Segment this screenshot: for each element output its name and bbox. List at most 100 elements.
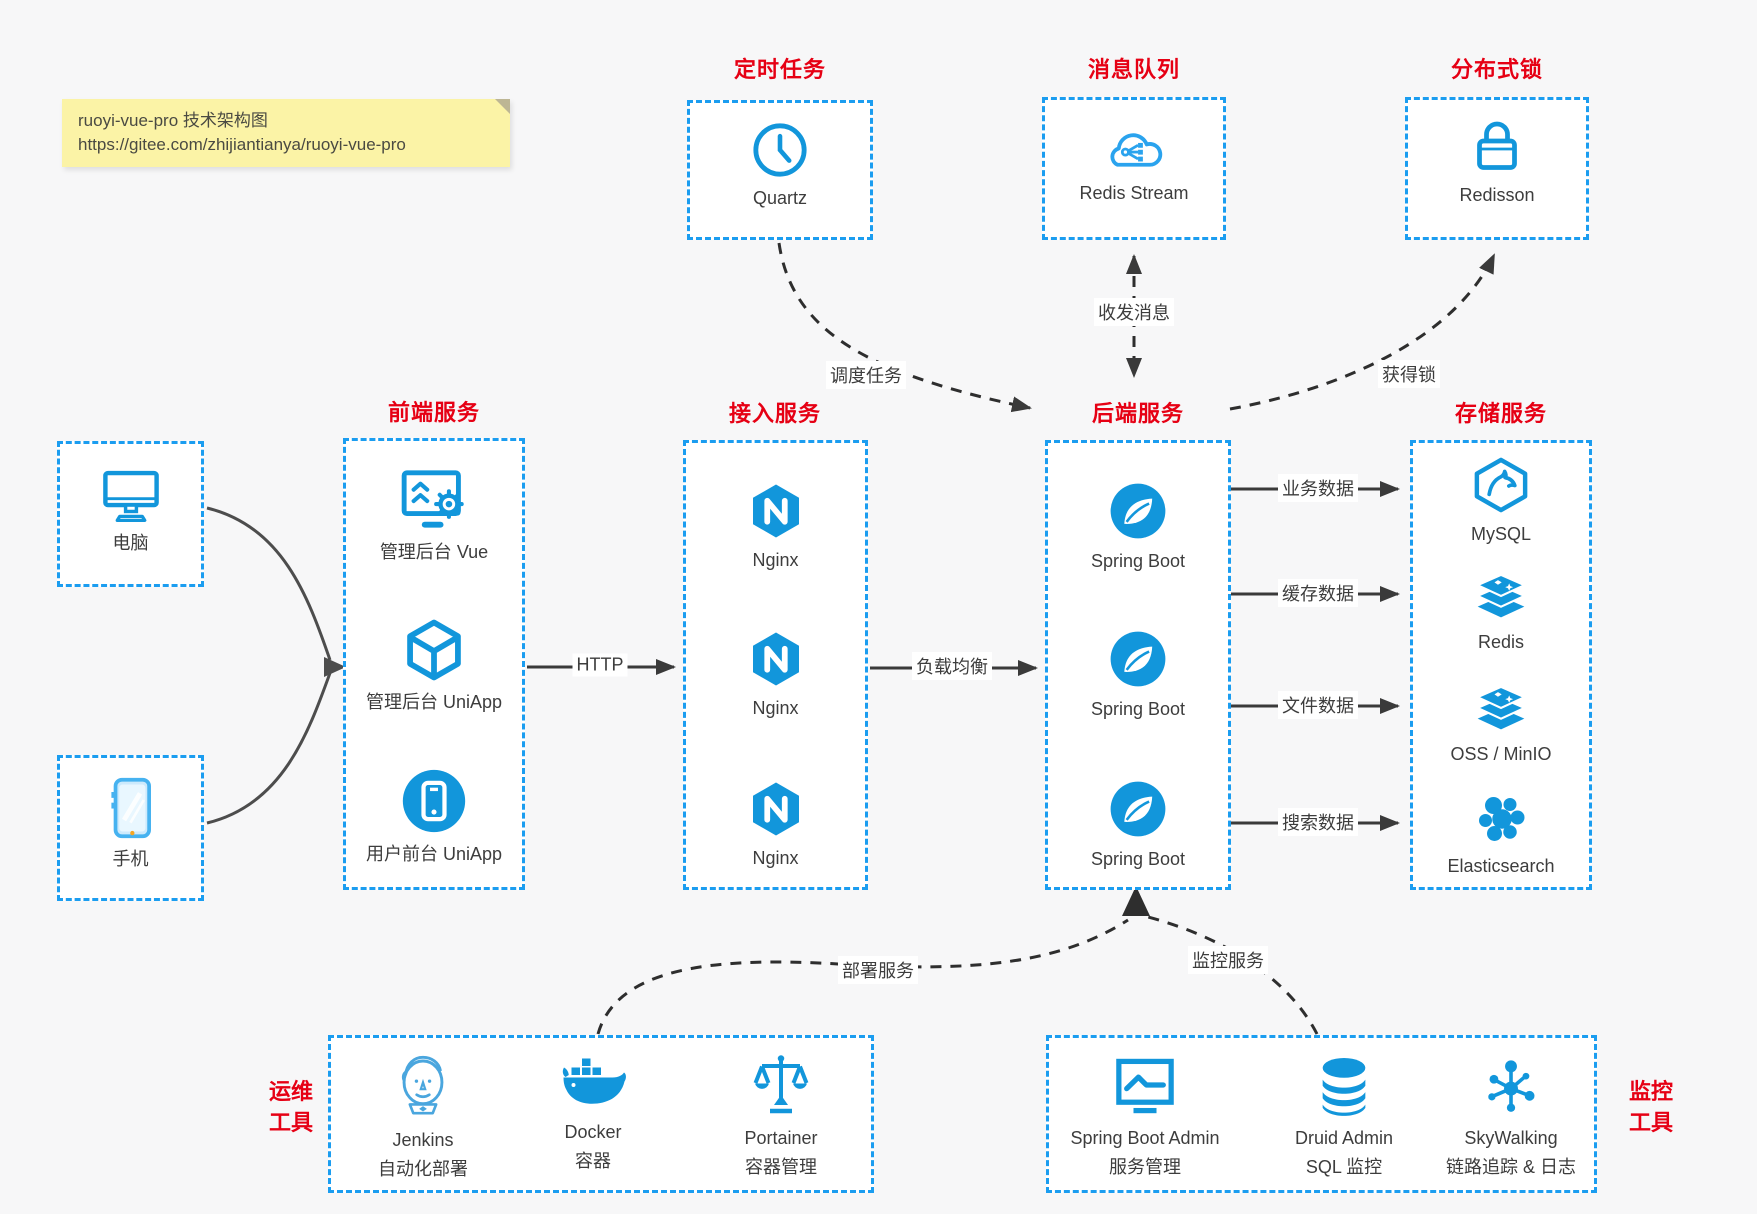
- node-label: Quartz: [752, 188, 808, 208]
- node-skywalking: SkyWalking 链路追踪 & 日志: [1409, 1054, 1613, 1181]
- node-label: Redis: [1477, 632, 1525, 652]
- node-label: SkyWalking: [1464, 1128, 1558, 1148]
- label-http: HTTP: [572, 653, 628, 677]
- nginx-icon: [752, 484, 799, 538]
- lock-box: Redisson: [1405, 97, 1589, 240]
- label-load-balance: 负载均衡: [912, 652, 992, 680]
- node-oss-minio: OSS / MinIO: [1413, 679, 1589, 767]
- edge-computer-frontend: [206, 506, 332, 661]
- spring-boot-icon: [1110, 631, 1166, 687]
- node-admin-uniapp: 管理后台 UniApp: [346, 617, 522, 715]
- node-computer: 电脑: [60, 464, 201, 556]
- label-dispatch-task: 调度任务: [826, 361, 906, 389]
- node-nginx-3: Nginx: [686, 779, 865, 871]
- label-biz-data: 业务数据: [1278, 474, 1358, 502]
- ops-tools-box: Jenkins 自动化部署 Docker 容器: [328, 1035, 874, 1193]
- node-label: Spring Boot: [1090, 849, 1186, 869]
- node-quartz: Quartz: [690, 121, 870, 211]
- node-label: Druid Admin: [1294, 1128, 1394, 1148]
- node-druid-admin: Druid Admin SQL 监控: [1242, 1054, 1446, 1181]
- title-access: 接入服务: [728, 401, 822, 426]
- smartphone-icon: [110, 777, 151, 839]
- phone-box: 手机: [57, 755, 204, 901]
- label-file-data: 文件数据: [1278, 691, 1358, 719]
- title-mq: 消息队列: [1087, 57, 1181, 82]
- frontend-box: 管理后台 Vue 管理后台 UniApp 用户前台 UniApp: [343, 438, 525, 890]
- node-redisson: Redisson: [1408, 116, 1586, 208]
- node-label: Spring Boot: [1090, 551, 1186, 571]
- node-sublabel: 容器管理: [745, 1157, 817, 1177]
- mysql-icon: [1474, 457, 1528, 513]
- node-sublabel: SQL 监控: [1305, 1157, 1383, 1177]
- node-label: Spring Boot Admin: [1070, 1128, 1220, 1148]
- title-frontend: 前端服务: [387, 400, 481, 425]
- edge-monitor: [1147, 915, 1319, 1035]
- node-redis: Redis: [1413, 567, 1589, 655]
- nginx-icon: [752, 632, 799, 686]
- druid-database-icon: [1322, 1058, 1366, 1116]
- node-nginx-1: Nginx: [686, 481, 865, 573]
- storage-stack-icon: [1475, 685, 1527, 730]
- admin-vue-icon: [401, 470, 464, 528]
- node-label: 管理后台 Vue: [379, 542, 489, 562]
- node-sublabel: 服务管理: [1109, 1157, 1181, 1177]
- monitor-tools-box: Spring Boot Admin 服务管理 Druid Admin SQL 监…: [1046, 1035, 1597, 1193]
- arrowhead-into-frontend: [324, 657, 346, 677]
- edge-phone-frontend: [206, 672, 332, 825]
- edge-acquire-lock: [1229, 253, 1496, 411]
- node-label: Portainer: [744, 1128, 818, 1148]
- title-ops-tools: 运维 工具: [268, 1079, 313, 1135]
- node-label: Nginx: [752, 848, 799, 868]
- cloud-stream-icon: [1110, 133, 1163, 167]
- clock-icon: [753, 123, 807, 177]
- node-springboot-2: Spring Boot: [1048, 628, 1228, 722]
- spring-boot-icon: [1110, 483, 1166, 539]
- docker-icon: [562, 1058, 626, 1104]
- node-portainer: Portainer 容器管理: [693, 1052, 869, 1181]
- node-mysql: MySQL: [1413, 455, 1589, 547]
- node-springboot-3: Spring Boot: [1048, 778, 1228, 872]
- node-admin-vue: 管理后台 Vue: [346, 467, 522, 565]
- title-lock: 分布式锁: [1450, 57, 1544, 82]
- title-scheduler: 定时任务: [733, 57, 827, 82]
- node-jenkins: Jenkins 自动化部署: [335, 1052, 511, 1183]
- access-box: Nginx Nginx Nginx: [683, 440, 868, 890]
- phone-circle-icon: [402, 769, 466, 833]
- sticky-note: ruoyi-vue-pro 技术架构图 https://gitee.com/zh…: [62, 99, 510, 167]
- node-spring-boot-admin: Spring Boot Admin 服务管理: [1043, 1054, 1247, 1181]
- lock-icon: [1477, 121, 1517, 170]
- title-storage: 存储服务: [1454, 401, 1548, 426]
- node-springboot-1: Spring Boot: [1048, 480, 1228, 574]
- storage-box: MySQL Redis OSS / MinIO: [1410, 440, 1592, 890]
- node-label: MySQL: [1470, 524, 1531, 544]
- label-cache-data: 缓存数据: [1278, 579, 1358, 607]
- jenkins-icon: [401, 1055, 444, 1115]
- redis-stack-icon: [1475, 573, 1527, 618]
- node-label: Jenkins: [392, 1130, 454, 1150]
- node-label: Redis Stream: [1079, 183, 1189, 203]
- portainer-scales-icon: [753, 1055, 809, 1114]
- node-user-uniapp: 用户前台 UniApp: [346, 767, 522, 867]
- label-message: 收发消息: [1094, 298, 1174, 326]
- mq-box: Redis Stream: [1042, 97, 1226, 240]
- nginx-icon: [752, 782, 799, 836]
- title-backend: 后端服务: [1091, 401, 1185, 426]
- node-sublabel: 自动化部署: [378, 1159, 468, 1179]
- node-docker: Docker 容器: [505, 1052, 681, 1175]
- node-redis-stream: Redis Stream: [1045, 120, 1223, 206]
- spring-boot-icon: [1110, 781, 1166, 837]
- backend-box: Spring Boot Spring Boot Spring Boot: [1045, 440, 1231, 890]
- node-label: Elasticsearch: [1447, 856, 1555, 876]
- node-label: OSS / MinIO: [1450, 744, 1552, 764]
- node-label: Docker: [564, 1122, 622, 1142]
- node-label: Nginx: [752, 698, 799, 718]
- title-monitor-tools: 监控 工具: [1628, 1079, 1673, 1135]
- label-deploy: 部署服务: [838, 956, 918, 984]
- computer-box: 电脑: [57, 441, 204, 587]
- arrowhead-into-backend: [1122, 886, 1150, 916]
- cube-icon: [407, 619, 461, 681]
- label-search-data: 搜索数据: [1278, 808, 1358, 836]
- node-label: 电脑: [112, 533, 149, 553]
- label-monitor: 监控服务: [1188, 946, 1268, 974]
